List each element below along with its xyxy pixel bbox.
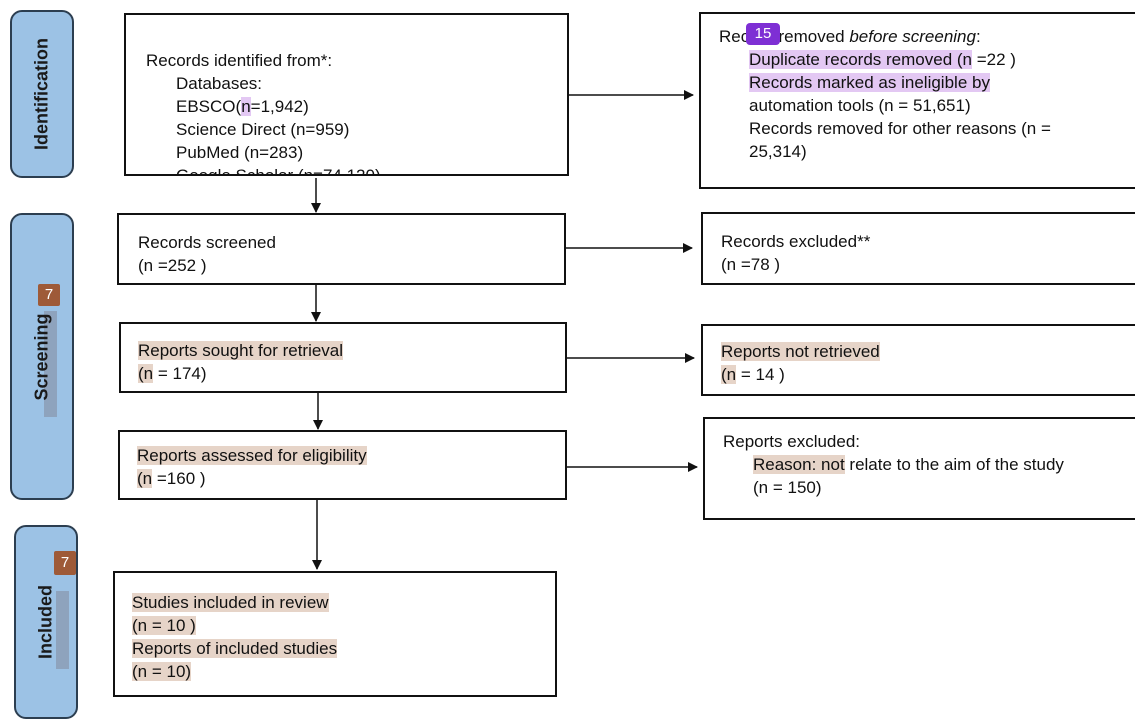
reports-assessed-label: Reports assessed for eligibility	[137, 446, 367, 465]
records-screened-box: Records screened (n =252 )	[117, 213, 566, 285]
reports-excluded-box: Reports excluded: Reason: not relate to …	[703, 417, 1135, 520]
reports-sought-label: Reports sought for retrieval	[138, 341, 344, 360]
records-identified-title: Records identified from*:	[146, 51, 333, 70]
science-direct-line: Science Direct (n=959)	[176, 120, 350, 139]
pubmed-line: PubMed (n=283)	[176, 143, 304, 162]
reports-excluded-label: Reports excluded:	[723, 432, 861, 451]
records-screened-label: Records screened	[138, 233, 276, 252]
ebsco-line: EBSCO(n=1,942)	[176, 97, 309, 116]
phase-screening: Screening	[10, 213, 74, 500]
other-reasons-line: Records removed for other reasons (n =	[749, 119, 1051, 138]
reports-excluded-value: (n = 150)	[753, 478, 822, 497]
google-scholar-line: Google Scholar (n=74,120)	[176, 166, 381, 176]
reports-assessed-box: Reports assessed for eligibility (n =160…	[118, 430, 567, 500]
screening-label-shade	[44, 311, 57, 417]
reports-sought-box: Reports sought for retrieval (n = 174)	[119, 322, 567, 393]
studies-included-label: Studies included in review	[132, 593, 329, 612]
reports-included-value: (n = 10)	[132, 662, 192, 681]
included-badge: 7	[54, 551, 76, 575]
ineligible-line: Records marked as ineligible by	[749, 73, 990, 92]
phase-identification: Identification	[10, 10, 74, 178]
reports-assessed-value: (n =160 )	[137, 469, 206, 488]
records-excluded-label: Records excluded**	[721, 232, 871, 251]
reports-included-label: Reports of included studies	[132, 639, 338, 658]
reports-excluded-reason: Reason: not relate to the aim of the stu…	[753, 455, 1064, 474]
studies-included-box: Studies included in review (n = 10 ) Rep…	[113, 571, 557, 697]
included-label-shade	[56, 591, 69, 669]
reports-not-retrieved-value: (n = 14 )	[721, 365, 785, 384]
databases-label: Databases:	[176, 74, 262, 93]
reports-not-retrieved-box: Reports not retrieved (n = 14 )	[701, 324, 1135, 396]
studies-included-value: (n = 10 )	[132, 616, 196, 635]
duplicates-line: Duplicate records removed (n =22 )	[749, 50, 1016, 69]
records-identified-box: Records identified from*: Databases: EBS…	[124, 13, 569, 176]
records-excluded-value: (n =78 )	[721, 255, 781, 274]
other-reasons-value: 25,314)	[749, 142, 807, 161]
records-excluded-box: Records excluded** (n =78 )	[701, 212, 1135, 285]
reports-not-retrieved-label: Reports not retrieved	[721, 342, 880, 361]
automation-line: automation tools (n = 51,651)	[749, 96, 971, 115]
reports-sought-value: (n = 174)	[138, 364, 207, 383]
records-screened-value: (n =252 )	[138, 256, 207, 275]
removed-badge: 15	[746, 23, 780, 45]
screening-badge: 7	[38, 284, 60, 306]
